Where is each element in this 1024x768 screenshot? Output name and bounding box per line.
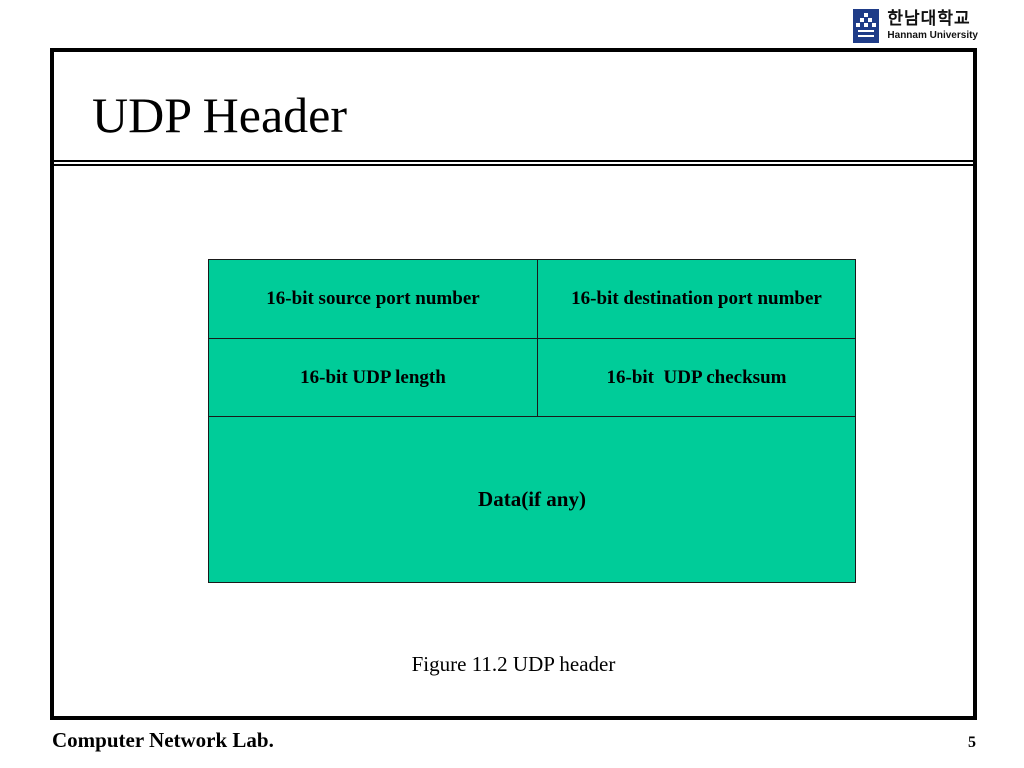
destination-port-field: 16-bit destination port number — [538, 260, 855, 339]
udp-length-field: 16-bit UDP length — [209, 339, 538, 417]
source-port-field: 16-bit source port number — [209, 260, 538, 339]
slide-title: UDP Header — [92, 87, 348, 143]
title-divider — [54, 160, 973, 166]
udp-checksum-field: 16-bit UDP checksum — [538, 339, 855, 417]
university-emblem-icon — [853, 9, 880, 43]
logo-text: 한남대학교 Hannam University — [887, 11, 978, 41]
logo-name-korean: 한남대학교 — [887, 9, 971, 29]
data-field: Data(if any) — [478, 487, 586, 511]
emblem-glyph — [856, 13, 877, 37]
page-number: 5 — [968, 734, 976, 751]
figure-caption: Figure 11.2 UDP header — [411, 652, 616, 676]
slide-frame: UDP Header 16-bit source port number 16-… — [50, 48, 977, 720]
udp-header-diagram: 16-bit source port number 16-bit destina… — [208, 259, 856, 583]
footer-lab-name: Computer Network Lab. — [52, 728, 274, 752]
logo-name-english: Hannam University — [887, 30, 978, 41]
university-logo: 한남대학교 Hannam University — [853, 6, 978, 46]
